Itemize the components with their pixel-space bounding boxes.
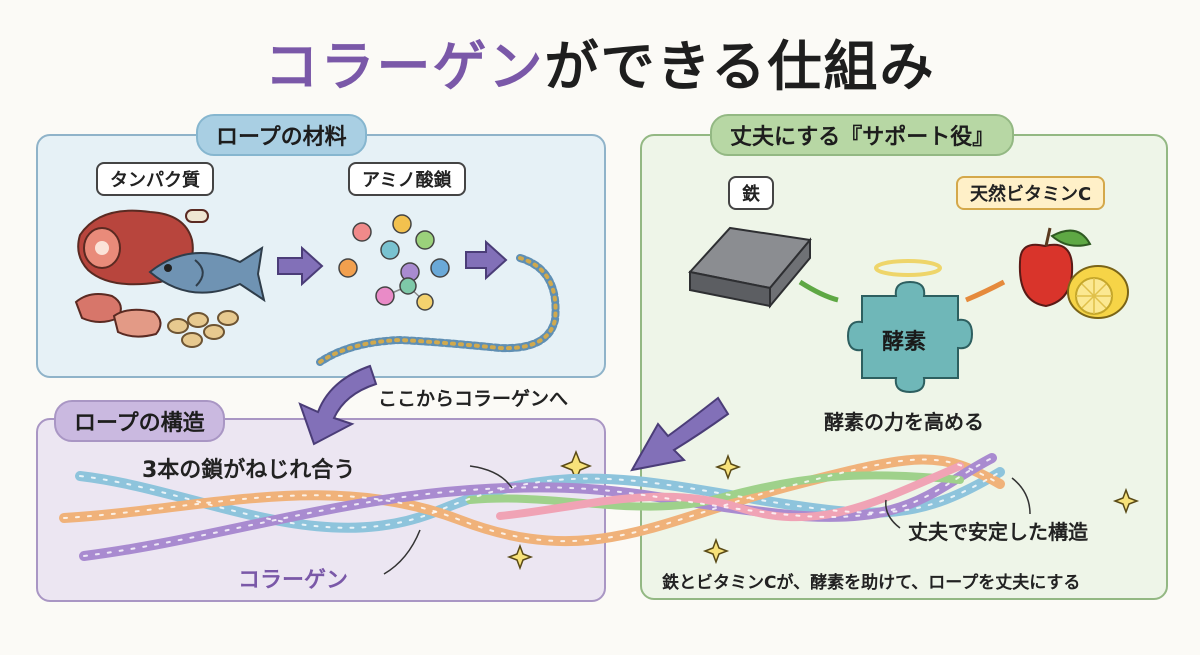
title-highlight: コラーゲン [264, 35, 545, 98]
iron-label: 鉄 [728, 176, 774, 210]
lemon-icon [1067, 265, 1129, 319]
leader-line [469, 465, 513, 489]
enzyme-label: 酵素 [882, 330, 927, 355]
fish-icon [148, 245, 266, 303]
arrow-icon [298, 364, 378, 446]
molecule-icon [338, 214, 450, 311]
beans-icon [167, 310, 239, 348]
arrow-caption: ここからコラーゲンへ [378, 388, 569, 410]
material-title: ロープの材料 [196, 114, 367, 156]
arrow-icon [630, 396, 730, 472]
enzyme-caption: 酵素の力を高める [824, 410, 984, 434]
stable-caption: 丈夫で安定した構造 [908, 520, 1088, 544]
leader-line [1011, 477, 1031, 515]
leader-line [383, 529, 421, 575]
page-title: コラーゲンができる仕組み [0, 22, 1200, 101]
halo-icon [874, 259, 942, 277]
chain-icon [316, 254, 560, 366]
collagen-caption: コラーゲン [238, 568, 349, 593]
arrow-icon [277, 239, 508, 287]
arrow-icon [965, 279, 1006, 303]
twist-caption: 3本の鎖がねじれ合う [142, 458, 356, 483]
structure-title: ロープの構造 [54, 400, 225, 442]
sparkle-icon [506, 449, 1140, 571]
protein-label: タンパク質 [96, 162, 214, 196]
title-rest: ができる仕組み [544, 35, 936, 98]
vitc-label: 天然ビタミンC [956, 176, 1106, 210]
apple-icon [1018, 227, 1092, 308]
puzzle-enzyme-icon [846, 280, 974, 394]
triple-helix-rope [59, 453, 1005, 561]
support-footer: 鉄とビタミンCが、酵素を助けて、ロープを丈夫にする [662, 573, 1081, 593]
support-title: 丈夫にする『サポート役』 [710, 114, 1015, 156]
amino-label: アミノ酸鎖 [348, 162, 466, 196]
iron-ingot-icon [688, 226, 812, 309]
leader-line [885, 499, 901, 529]
arrow-icon [798, 279, 839, 303]
